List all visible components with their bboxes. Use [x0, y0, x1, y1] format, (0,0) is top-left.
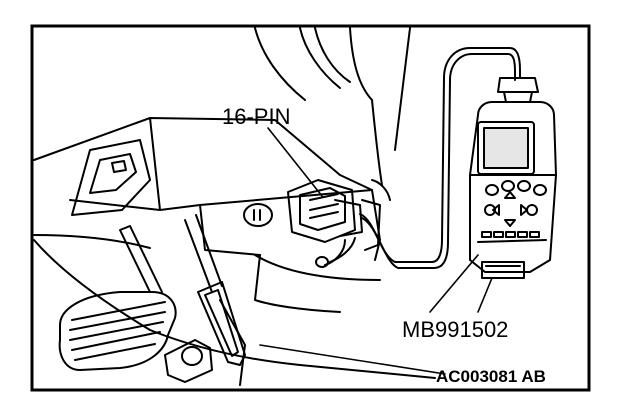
dashboard-lower-panel [33, 117, 381, 261]
leader-fig [259, 344, 446, 375]
floor-switch [164, 339, 213, 383]
callout-scan-tool: MB991502 [402, 317, 508, 342]
fuse-box-cover [71, 139, 151, 216]
dashboard-knob [243, 203, 273, 227]
callout-16-pin: 16-PIN [222, 104, 290, 129]
leader-lines [259, 127, 493, 375]
figure-code: AC003081 AB [436, 367, 546, 386]
leader-16pin [267, 127, 323, 197]
scan-tool-mb991502 [469, 77, 557, 279]
diagnostic-connector-16pin [287, 179, 363, 268]
scan-tool-cable [359, 47, 521, 269]
brake-pedal [58, 225, 177, 371]
leader-tool-b [477, 277, 493, 313]
scan-tool-screen [483, 127, 529, 169]
leader-tool-a [429, 254, 479, 313]
kick-panel [361, 179, 391, 251]
accelerator-pedal [184, 214, 246, 366]
floor-lines [33, 239, 436, 386]
steering-column [254, 27, 411, 186]
